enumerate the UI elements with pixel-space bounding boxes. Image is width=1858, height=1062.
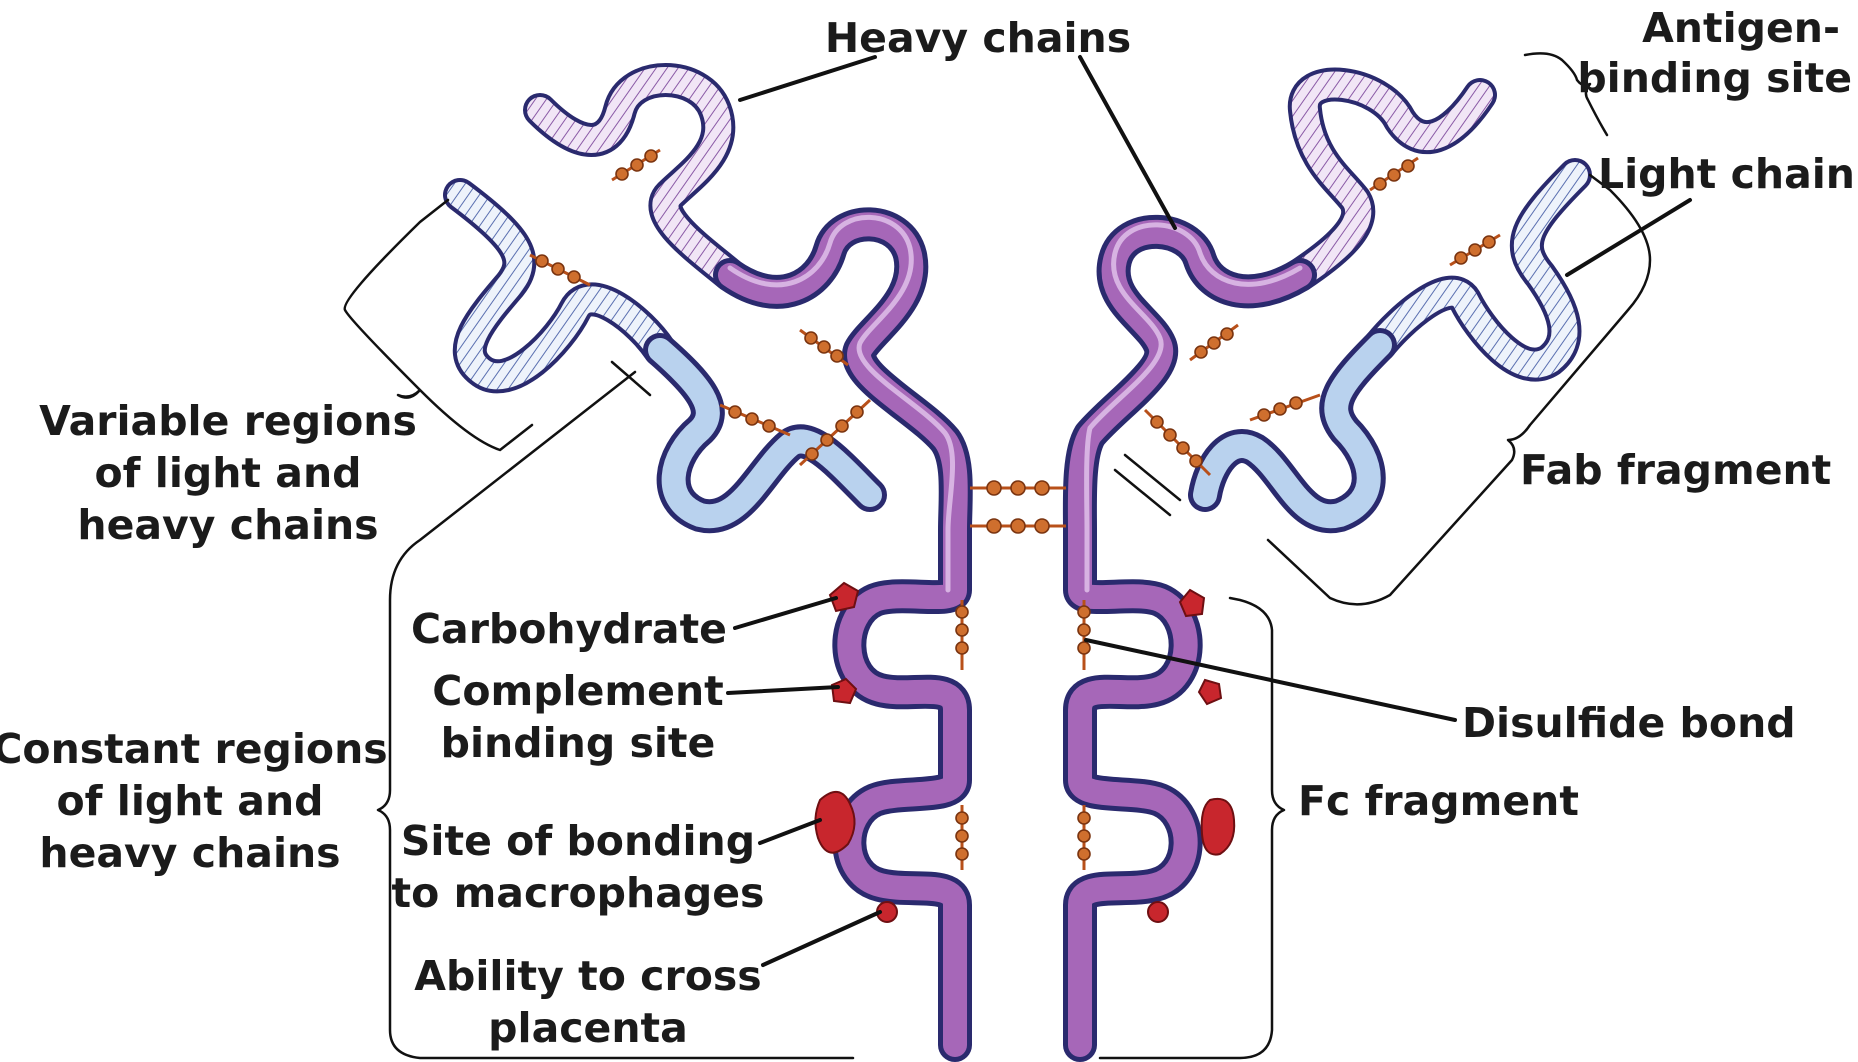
variable-regions-label-line2: of light and <box>94 449 361 497</box>
left-light-chain <box>460 195 870 516</box>
carbohydrate-label: Carbohydrate <box>411 605 727 653</box>
macrophage-site-right <box>1202 799 1235 855</box>
complement-leader <box>728 687 838 693</box>
macrophage-site-label-line2: to macrophages <box>392 869 765 917</box>
variable-regions-label-line3: heavy chains <box>77 501 378 549</box>
bond-left-fc-upper <box>956 600 968 670</box>
antigen-binding-site-label-line2: binding site <box>1577 54 1852 102</box>
bond-right-heavy-constant <box>1190 325 1238 360</box>
variable-regions-label-line1: Variable regions <box>39 397 417 445</box>
bond-left-heavy-constant <box>800 330 848 365</box>
complement-binding-site-label-line1: Complement <box>432 667 724 715</box>
disulfide-bond-label: Disulfide bond <box>1462 699 1796 747</box>
heavy-chains-leader-left <box>740 57 875 100</box>
bond-left-heavy-light-variable <box>612 150 660 180</box>
fab-fragment-label: Fab fragment <box>1520 446 1831 494</box>
carbohydrate-leader <box>735 598 836 628</box>
bond-right-fc-upper <box>1078 600 1090 670</box>
bond-right-heavy-light-variable <box>1370 158 1418 190</box>
carbohydrate-site-right <box>1180 590 1204 616</box>
fc-fragment-label: Fc fragment <box>1298 777 1579 825</box>
heavy-chains-label: Heavy chains <box>825 14 1131 62</box>
bond-right-fc-lower <box>1078 805 1090 870</box>
light-chain-label: Light chain <box>1598 150 1855 198</box>
macrophage-site-left <box>815 792 854 853</box>
bond-right-variable <box>1450 235 1500 265</box>
constant-regions-label-line1: Constant regions <box>0 725 388 773</box>
cross-placenta-label-line2: placenta <box>488 1004 688 1052</box>
constant-regions-label-line2: of light and <box>56 777 323 825</box>
bond-right-light-heavy <box>1250 395 1320 421</box>
fab-inner-bracket <box>1115 455 1180 515</box>
bond-hinge-lower <box>970 519 1066 533</box>
right-heavy-chain <box>1080 85 1480 1045</box>
macrophage-leader <box>760 820 820 843</box>
complement-site-right <box>1199 680 1221 704</box>
bond-left-fc-lower <box>956 805 968 870</box>
constant-regions-label-line3: heavy chains <box>39 829 340 877</box>
constant-light-bracket-left <box>612 362 650 395</box>
bond-left-variable <box>530 255 590 285</box>
placenta-leader <box>763 912 880 965</box>
heavy-chains-leader-right <box>1080 57 1175 228</box>
complement-binding-site-label-line2: binding site <box>441 719 716 767</box>
antigen-binding-site-label-line1: Antigen- <box>1642 4 1840 52</box>
macrophage-site-label-line1: Site of bonding <box>401 817 755 865</box>
bond-hinge-upper <box>970 481 1066 495</box>
cross-placenta-label-line1: Ability to cross <box>414 952 761 1000</box>
placenta-site-right <box>1148 902 1168 922</box>
bond-right-heavy-light-constant <box>1145 410 1210 475</box>
bond-left-light-heavy <box>720 405 790 435</box>
